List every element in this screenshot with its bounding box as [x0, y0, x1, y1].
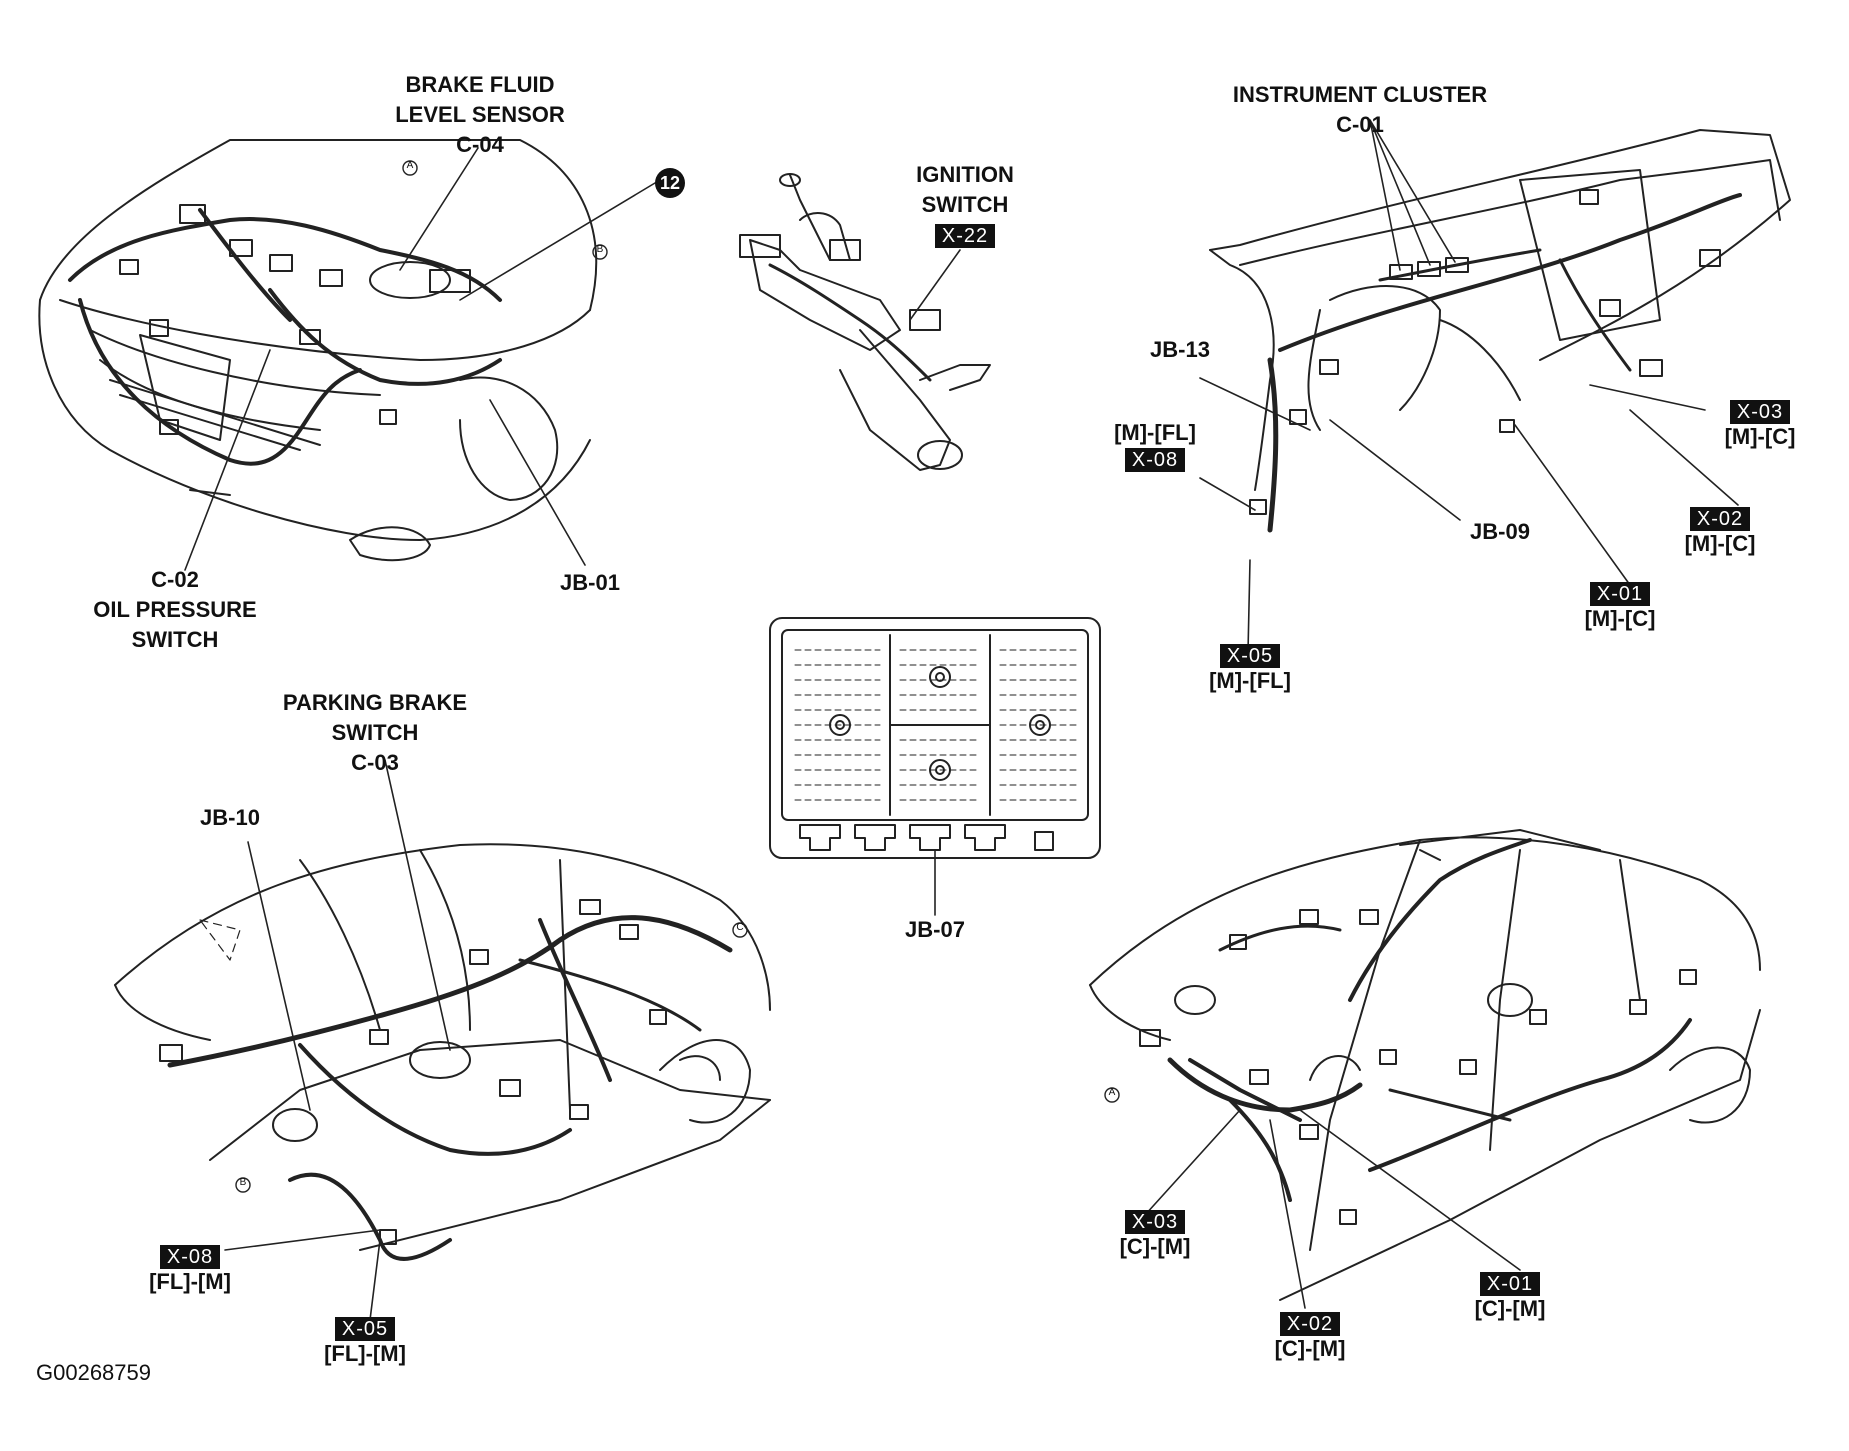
- connector-x05-top: X-05 [M]-[FL]: [1180, 642, 1320, 694]
- parking-brake-line-2: SWITCH: [331, 720, 419, 745]
- instrument-cluster-line-1: INSTRUMENT CLUSTER: [1232, 82, 1488, 107]
- connector-sub-label: [C]-[M]: [1119, 1234, 1191, 1259]
- connector-badge: X-02: [1689, 507, 1751, 531]
- parking-brake-label: PARKING BRAKE SWITCH C-03: [260, 688, 490, 778]
- connector-sub-label: [M]-[FL]: [1209, 668, 1291, 693]
- connector-badge: X-03: [1124, 1210, 1186, 1234]
- connector-badge: X-01: [1479, 1272, 1541, 1296]
- oil-pressure-line-2: SWITCH: [131, 627, 219, 652]
- junction-box-jb07-illustration: [769, 617, 1101, 916]
- connector-badge: X-03: [1729, 400, 1791, 424]
- connector-badge: X-01: [1589, 582, 1651, 606]
- jb10-label: JB-10: [200, 805, 260, 830]
- connector-badge: X-05: [1219, 644, 1281, 668]
- brake-fluid-label: BRAKE FLUID LEVEL SENSOR C-04: [380, 70, 580, 160]
- connector-sub-label: [C]-[M]: [1474, 1296, 1546, 1321]
- connector-sub-label: [C]-[M]: [1274, 1336, 1346, 1361]
- ignition-line-2: SWITCH: [921, 192, 1009, 217]
- jb01-label: JB-01: [560, 570, 620, 595]
- parking-brake-connector-id: C-03: [351, 750, 399, 775]
- engine-bay-illustration: [38, 139, 656, 571]
- brake-fluid-line-1: BRAKE FLUID: [405, 72, 555, 97]
- connector-badge: X-02: [1279, 1312, 1341, 1336]
- ref-mark-b-bottom: B: [239, 1177, 247, 1188]
- instrument-panel-illustration: [1199, 119, 1791, 653]
- instrument-cluster-label: INSTRUMENT CLUSTER C-01: [1200, 80, 1520, 140]
- parking-brake-line-1: PARKING BRAKE: [282, 690, 468, 715]
- jb09-label: JB-09: [1470, 519, 1530, 544]
- brake-fluid-connector-id: C-04: [456, 132, 504, 157]
- interior-right-illustration: [1089, 829, 1761, 1309]
- instrument-cluster-connector-id: C-01: [1336, 112, 1384, 137]
- interior-left-illustration: [114, 759, 771, 1321]
- ignition-line-1: IGNITION: [916, 162, 1014, 187]
- ref-mark-a-top: A: [406, 160, 414, 171]
- reference-circle-12: 12: [655, 168, 685, 198]
- oil-pressure-label: C-02 OIL PRESSURE SWITCH: [70, 565, 280, 655]
- ref-mark-a-bottom: A: [1108, 1087, 1116, 1098]
- ignition-switch-illustration: [739, 173, 991, 471]
- ignition-switch-label: IGNITION SWITCH X-22: [890, 160, 1040, 250]
- connector-x02-bottom-right: X-02 [C]-[M]: [1250, 1310, 1370, 1362]
- ref-mark-b-top: B: [596, 244, 604, 255]
- connector-sub-label: [M]-[C]: [1684, 531, 1756, 556]
- connector-x03-top: X-03 [M]-[C]: [1700, 398, 1820, 450]
- oil-pressure-line-1: OIL PRESSURE: [93, 597, 257, 622]
- ref-mark-c-bottom: C: [736, 922, 744, 933]
- oil-pressure-connector-id: C-02: [151, 567, 199, 592]
- connector-x01-bottom-right: X-01 [C]-[M]: [1450, 1270, 1570, 1322]
- connector-x01-top: X-01 [M]-[C]: [1560, 580, 1680, 632]
- brake-fluid-line-2: LEVEL SENSOR: [395, 102, 565, 127]
- connector-sub-label: [M]-[C]: [1724, 424, 1796, 449]
- connector-x05-bottom-left: X-05 [FL]-[M]: [305, 1315, 425, 1367]
- connector-badge: X-08: [1124, 448, 1186, 472]
- connector-sub-label: [FL]-[M]: [324, 1341, 406, 1366]
- connector-badge: X-05: [334, 1317, 396, 1341]
- connector-badge: X-08: [159, 1245, 221, 1269]
- connector-x08-top: [M]-[FL] X-08: [1090, 420, 1220, 472]
- x22-badge: X-22: [934, 224, 996, 248]
- jb13-label: JB-13: [1150, 337, 1210, 362]
- connector-x02-top: X-02 [M]-[C]: [1660, 505, 1780, 557]
- connector-sub-label: [FL]-[M]: [149, 1269, 231, 1294]
- figure-id: G00268759: [36, 1360, 151, 1385]
- connector-x08-bottom-left: X-08 [FL]-[M]: [130, 1243, 250, 1295]
- connector-x03-bottom-right: X-03 [C]-[M]: [1095, 1208, 1215, 1260]
- connector-sub-label: [M]-[FL]: [1114, 420, 1196, 445]
- jb07-label: JB-07: [905, 917, 965, 942]
- connector-sub-label: [M]-[C]: [1584, 606, 1656, 631]
